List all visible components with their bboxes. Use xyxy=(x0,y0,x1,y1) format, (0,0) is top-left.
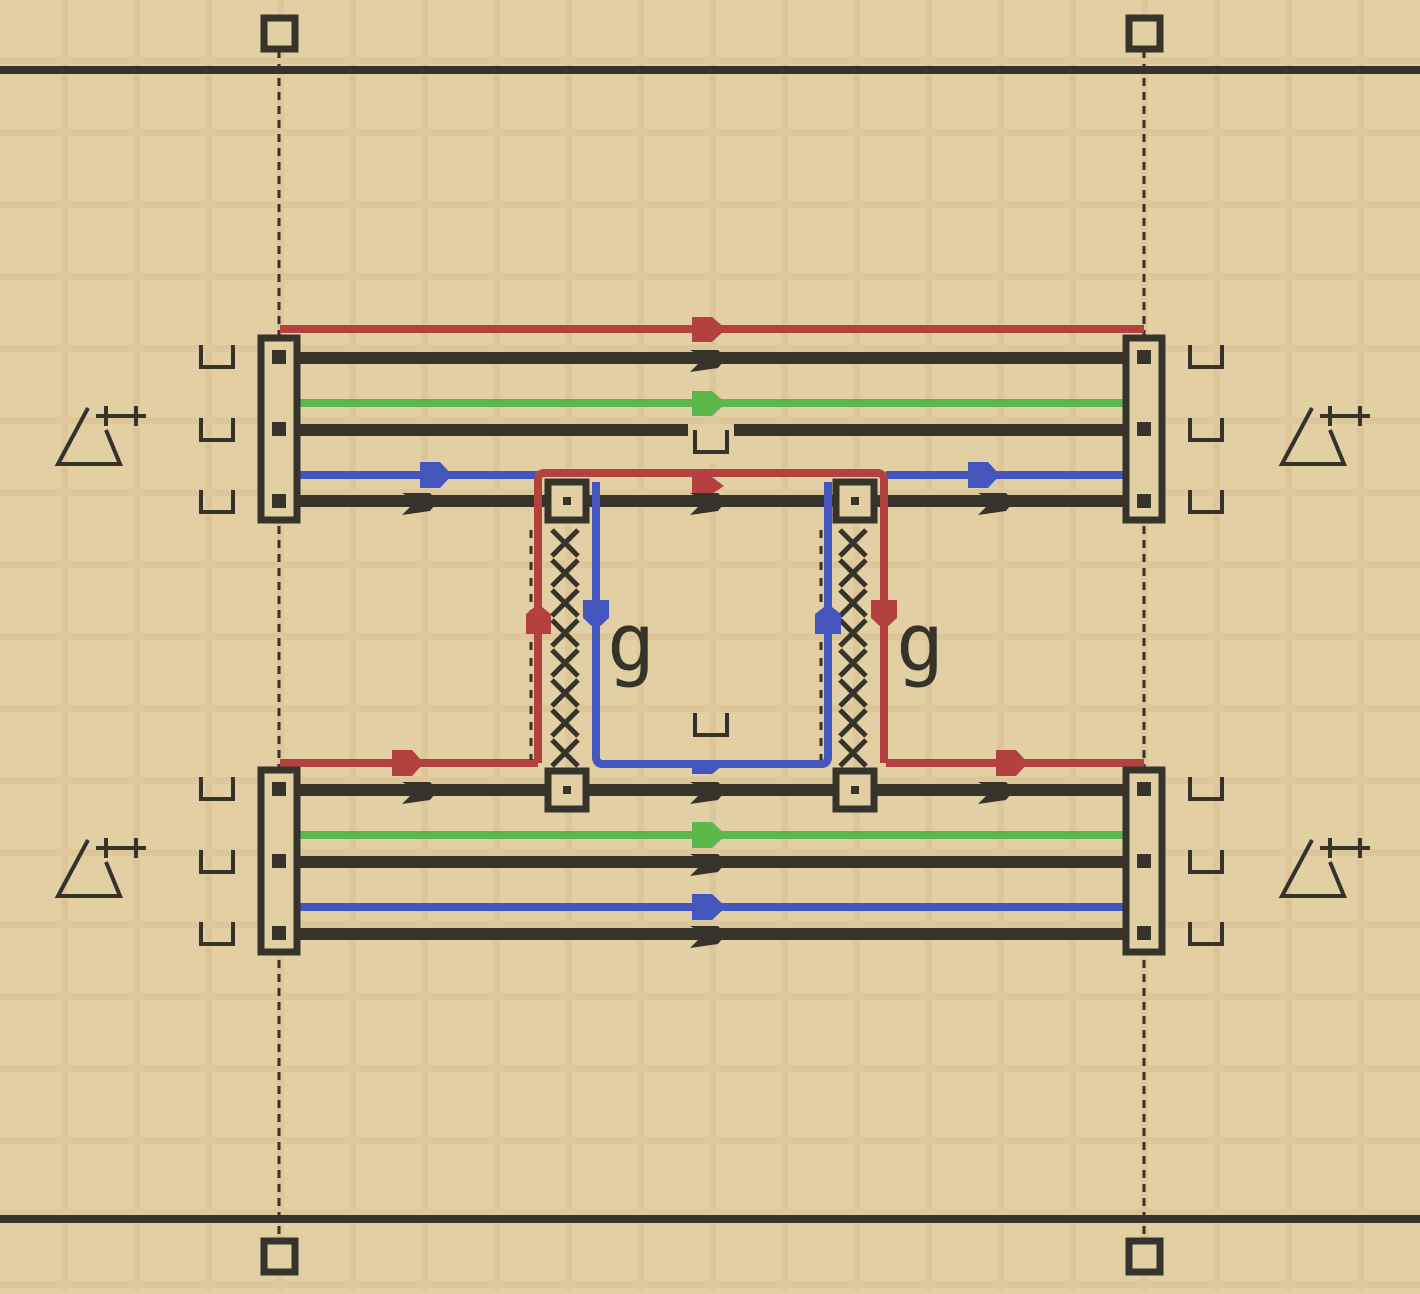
bottom-right-block[interactable] xyxy=(1122,766,1166,956)
wire-blue-top-right xyxy=(886,471,1124,479)
junction-top-left-dot xyxy=(563,497,571,505)
wire-red-crossover xyxy=(534,469,888,763)
junction-top-right[interactable] xyxy=(832,478,878,524)
anchor-bottom-left[interactable] xyxy=(260,1237,299,1276)
anchor-top-left[interactable] xyxy=(260,14,299,53)
junction-bottom-right-dot xyxy=(851,786,859,794)
junction-bottom-left-dot xyxy=(563,786,571,794)
bottom-rail xyxy=(0,1215,1420,1223)
anchor-bottom-right[interactable] xyxy=(1125,1237,1164,1276)
channel-right xyxy=(819,528,868,768)
channel-right-label: g xyxy=(896,596,944,689)
wire-blue-top-left xyxy=(298,471,538,479)
junction-top-right-dot xyxy=(851,497,859,505)
junction-bottom-left[interactable] xyxy=(544,767,590,813)
top-left-block[interactable] xyxy=(257,334,301,524)
bottom-left-block[interactable] xyxy=(257,766,301,956)
middle-pin-top xyxy=(688,424,734,464)
top-rail xyxy=(0,66,1420,74)
channel-left xyxy=(529,528,580,768)
channel-left-label: g xyxy=(607,596,655,689)
top-right-block[interactable] xyxy=(1122,334,1166,524)
anchor-top-right[interactable] xyxy=(1125,14,1164,53)
arrow-markers xyxy=(392,317,1028,920)
